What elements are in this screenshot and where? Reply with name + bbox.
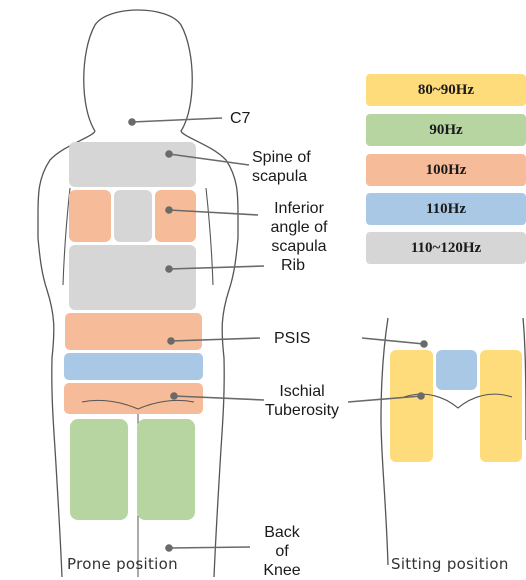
label-psis: PSIS xyxy=(274,329,310,348)
region-thigh-right xyxy=(137,419,195,520)
region-upper-back xyxy=(69,142,196,187)
caption-sitting-position: Sitting position xyxy=(391,555,509,573)
pointer-back-of-knee xyxy=(169,547,250,548)
pointer-psis-sitting xyxy=(362,338,424,344)
legend-item-80-90hz: 80~90Hz xyxy=(366,74,526,106)
label-c7: C7 xyxy=(230,109,250,128)
sitting-region-right xyxy=(480,350,522,462)
region-scapula-left xyxy=(69,190,111,242)
region-sacrum xyxy=(64,353,203,380)
label-spine-of-scapula: Spine of scapula xyxy=(252,148,324,186)
pointer-c7 xyxy=(132,118,222,122)
sitting-region-left xyxy=(390,350,433,462)
region-thigh-left xyxy=(70,419,128,520)
caption-prone-position: Prone position xyxy=(67,555,178,573)
label-back-of-knee: Back of Knee xyxy=(256,523,308,580)
region-scapula-right xyxy=(155,190,196,242)
sitting-region-center xyxy=(436,350,477,390)
legend-item-110-120hz: 110~120Hz xyxy=(366,232,526,264)
prone-arm-right xyxy=(206,188,213,285)
legend-item-110hz: 110Hz xyxy=(366,193,526,225)
region-spine-mid xyxy=(114,190,152,242)
label-rib: Rib xyxy=(281,256,305,275)
legend-item-100hz: 100Hz xyxy=(366,154,526,186)
region-rib xyxy=(69,245,196,310)
region-psis xyxy=(65,313,202,350)
label-ischial-tuberosity: Ischial Tuberosity xyxy=(264,382,340,420)
prone-arm-left xyxy=(63,188,70,285)
label-inferior-angle: Inferior angle of scapula xyxy=(264,199,334,256)
legend-item-90hz: 90Hz xyxy=(366,114,526,146)
region-ischial xyxy=(64,383,203,414)
